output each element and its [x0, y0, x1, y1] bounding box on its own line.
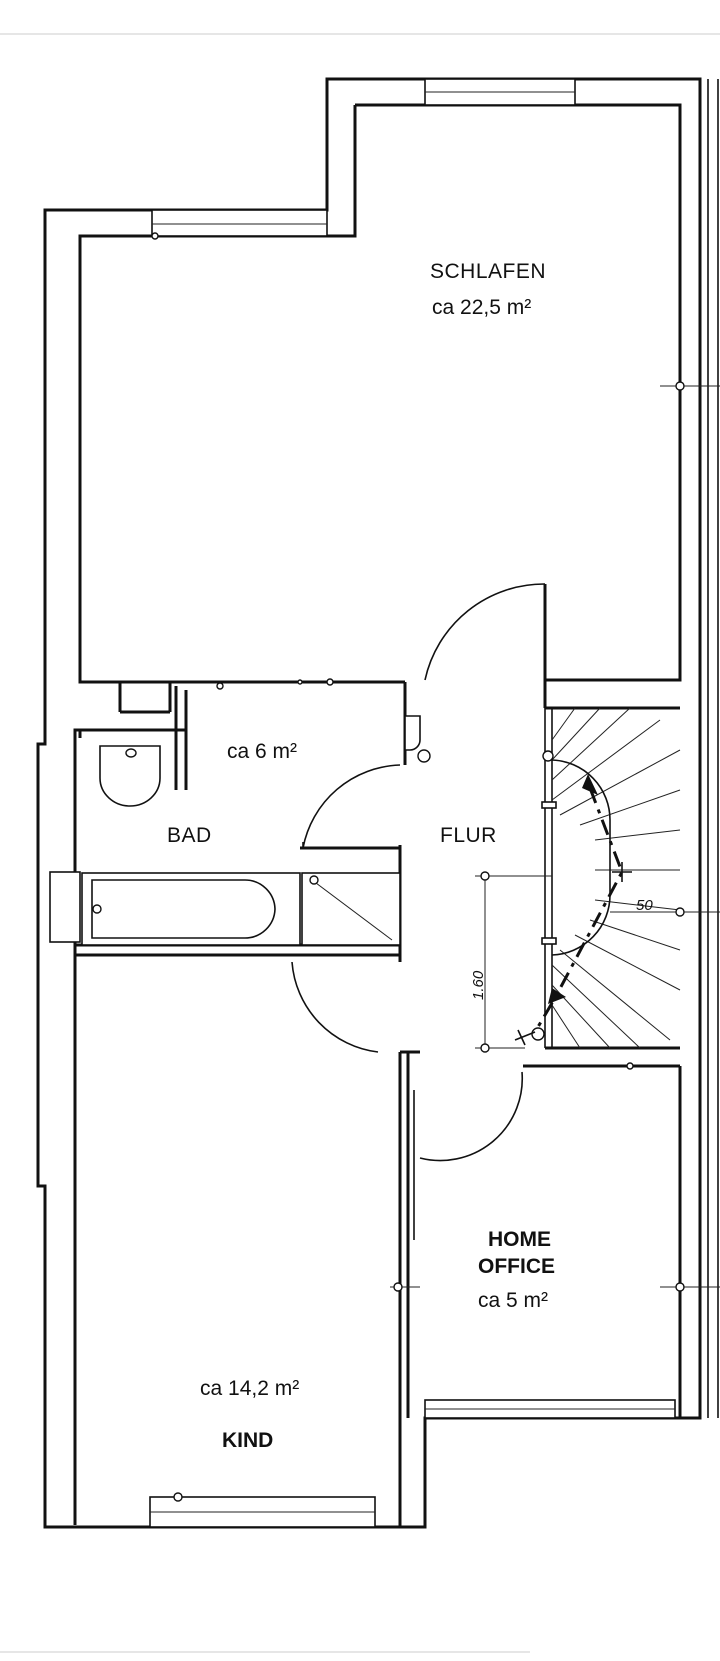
staircase: [514, 707, 681, 1049]
stair-walking-line: [533, 787, 624, 1033]
bathroom-fixtures: [81, 715, 431, 946]
room-area-kind: ca 14,2 m²: [200, 1377, 299, 1400]
room-name-schlafen: SCHLAFEN: [430, 260, 546, 283]
dimension-landing-length: 1.60: [470, 970, 487, 1000]
doors: [291, 583, 546, 1240]
room-name-home-office-line1: HOME: [488, 1228, 551, 1251]
room-labels: SCHLAFEN ca 22,5 m² ca 6 m² BAD FLUR HOM…: [167, 260, 653, 1452]
room-name-home-office-line2: OFFICE: [478, 1255, 555, 1278]
stair-arrow-up-icon: [582, 774, 598, 795]
window-bottom-office: [424, 1399, 676, 1419]
room-name-kind: KIND: [222, 1429, 273, 1452]
washbasin-icon: [99, 745, 161, 807]
window-top-schlafen: [424, 78, 576, 106]
stair-arrow-down-icon: [548, 988, 566, 1004]
interior-walls: [75, 584, 682, 1527]
window-left-schlafen: [151, 209, 328, 237]
room-area-home-office: ca 5 m²: [478, 1289, 548, 1312]
room-name-flur: FLUR: [440, 824, 497, 847]
window-left-bad: [49, 871, 81, 943]
room-area-bad: ca 6 m²: [227, 740, 297, 763]
dimension-lines: [151, 232, 720, 1502]
room-name-bad: BAD: [167, 824, 212, 847]
room-area-schlafen: ca 22,5 m²: [432, 296, 531, 319]
dimension-stair-width: 50: [636, 897, 653, 914]
toilet-icon: [404, 715, 421, 751]
window-bottom-kind: [149, 1496, 376, 1528]
